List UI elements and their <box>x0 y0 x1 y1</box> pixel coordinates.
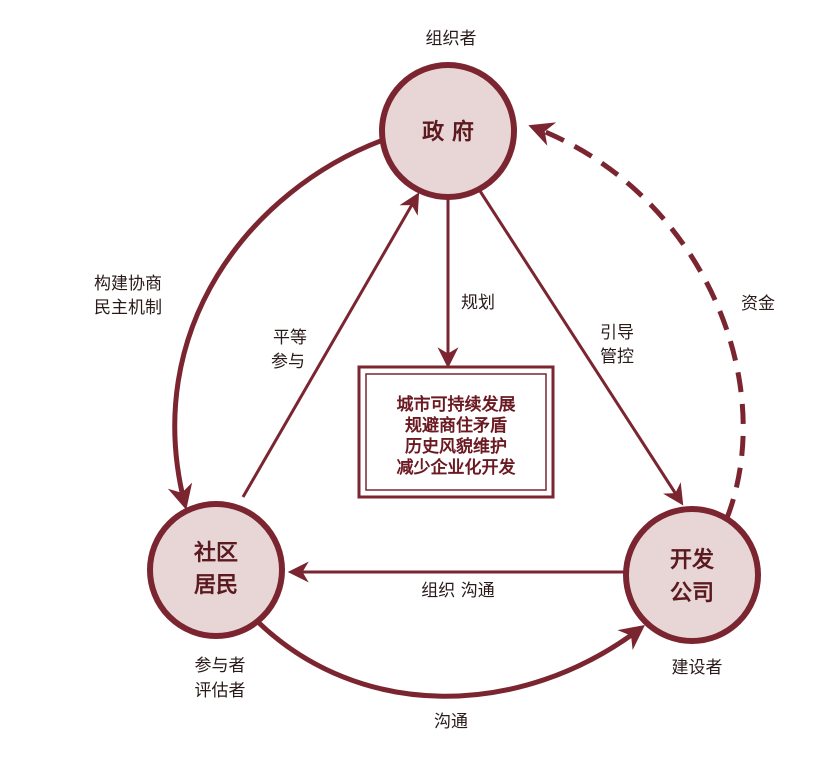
edge-label-gov-to-community-line1: 构建协商 <box>94 274 162 294</box>
edge-label-developer-to-community: 组织 沟通 <box>421 581 494 601</box>
node-developer-line2: 公司 <box>670 580 714 606</box>
edge-label-gov-to-developer-line2: 管控 <box>600 347 634 367</box>
edge-label-community-to-gov-line2: 参与 <box>271 352 305 372</box>
edge-community-to-developer <box>256 620 645 699</box>
edge-gov-to-developer <box>478 190 684 506</box>
node-community-line1: 社区 <box>194 540 238 566</box>
center-goal-4: 减少企业化开发 <box>397 457 517 478</box>
role-developer: 建设者 <box>672 658 723 678</box>
center-goal-3: 历史风貌维护 <box>405 436 507 457</box>
edge-gov-to-community <box>167 137 384 510</box>
edge-label-community-to-developer: 沟通 <box>434 712 468 732</box>
edge-label-gov-to-developer-line1: 引导 <box>600 323 634 343</box>
edge-label-gov-to-community-line2: 民主机制 <box>94 298 162 318</box>
edge-community-to-gov <box>241 192 420 498</box>
edge-label-gov-to-center: 规划 <box>461 293 495 313</box>
edge-developer-to-gov <box>528 122 746 519</box>
center-goal-2: 规避商住矛盾 <box>405 415 507 436</box>
edge-label-developer-to-gov: 资金 <box>741 294 775 314</box>
node-government-label: 政 府 <box>422 119 474 145</box>
role-government: 组织者 <box>426 29 477 49</box>
center-goal-1: 城市可持续发展 <box>397 394 516 415</box>
role-community-line1: 参与者 <box>195 656 246 676</box>
node-community: 社区 居民 <box>147 501 285 639</box>
center-goals-box: 城市可持续发展 规避商住矛盾 历史风貌维护 减少企业化开发 <box>357 365 555 499</box>
role-community-line2: 评估者 <box>195 681 246 701</box>
node-developer: 开发 公司 <box>623 506 761 644</box>
node-government: 政 府 <box>379 62 517 200</box>
node-community-line2: 居民 <box>194 572 238 598</box>
node-developer-line1: 开发 <box>670 547 715 573</box>
edge-label-community-to-gov-line1: 平等 <box>273 328 307 348</box>
